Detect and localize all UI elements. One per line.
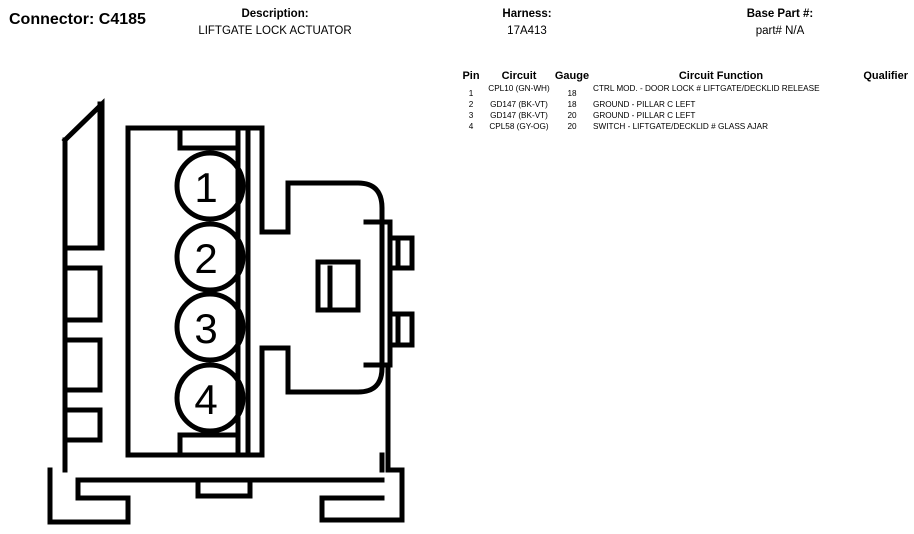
inner-body (125, 125, 385, 458)
housing-outline (61, 98, 105, 473)
base-part-value: part# N/A (755, 25, 805, 37)
description-label: Description: (241, 8, 309, 20)
circuit-cell: GD147 (BK-VT) (490, 100, 548, 109)
function-cell: GROUND - PILLAR C LEFT (593, 111, 696, 120)
harness-value: 17A413 (507, 25, 547, 37)
circuit-cell: GD147 (BK-VT) (490, 111, 548, 120)
pin-1-label: 1 (194, 164, 217, 211)
pin-4-label: 4 (194, 376, 217, 423)
right-wall (319, 362, 405, 523)
table-row: 4 CPL58 (GY-OG) 20 SWITCH - LIFTGATE/DEC… (455, 121, 908, 132)
connector-title: Connector: C4185 (9, 11, 146, 28)
gauge-header: Gauge (554, 70, 590, 82)
pin-cavity (177, 125, 251, 458)
function-cell: SWITCH - LIFTGATE/DECKLID # GLASS AJAR (593, 122, 769, 131)
pin-table-header: Pin Circuit Gauge Circuit Function Quali… (455, 69, 908, 83)
circuit-cell: CPL10 (GN-WH) (488, 84, 550, 93)
gauge-cell: 18 (567, 100, 577, 109)
pin-2-label: 2 (194, 235, 217, 282)
pin-4-circle (174, 362, 246, 434)
description-value: LIFTGATE LOCK ACTUATOR (198, 25, 352, 37)
harness-label: Harness: (502, 8, 552, 20)
function-cell: CTRL MOD. - DOOR LOCK # LIFTGATE/DECKLID… (593, 84, 820, 93)
qualifier-header: Qualifier (863, 70, 908, 82)
pin-cell: 2 (468, 100, 474, 109)
pin-3-circle (174, 291, 246, 363)
gauge-cell: 20 (567, 111, 577, 120)
pin-3-label: 3 (194, 305, 217, 352)
circuit-header: Circuit (501, 70, 537, 82)
pin-cell: 1 (468, 89, 474, 98)
circuit-cell: CPL58 (GY-OG) (489, 122, 549, 131)
gauge-cell: 18 (567, 89, 577, 98)
pin-2-circle (174, 221, 246, 293)
pin-cell: 3 (468, 111, 474, 120)
pin-header: Pin (462, 70, 480, 82)
base (47, 467, 385, 525)
pin-cell: 4 (468, 122, 474, 131)
function-cell: GROUND - PILLAR C LEFT (593, 100, 696, 109)
pin-table: Pin Circuit Gauge Circuit Function Quali… (455, 69, 908, 132)
table-row: 2 GD147 (BK-VT) 18 GROUND - PILLAR C LEF… (455, 99, 908, 110)
latch (315, 219, 415, 368)
table-row: 1 CPL10 (GN-WH) 18 CTRL MOD. - DOOR LOCK… (455, 83, 908, 99)
gauge-cell: 20 (567, 122, 577, 131)
base-part-label: Base Part #: (746, 8, 814, 20)
table-row: 3 GD147 (BK-VT) 20 GROUND - PILLAR C LEF… (455, 110, 908, 121)
function-header: Circuit Function (678, 70, 764, 82)
pin-1-circle (174, 150, 246, 222)
